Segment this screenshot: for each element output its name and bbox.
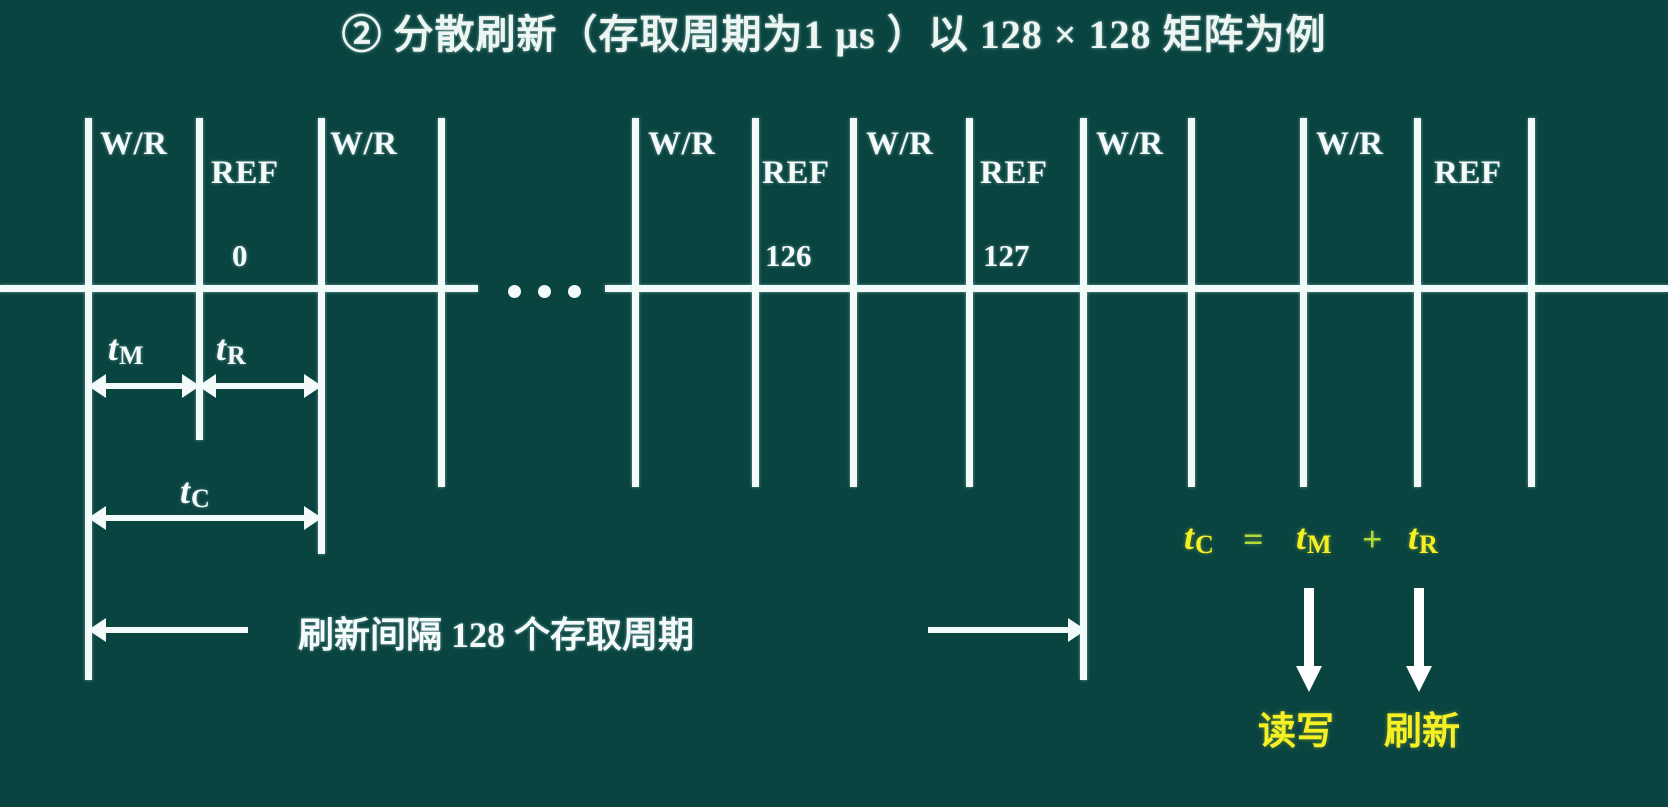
arrow-head-left-icon xyxy=(198,374,216,398)
t-refresh-label: tR xyxy=(216,327,246,371)
arrow-shaft xyxy=(1304,588,1314,666)
slot-label-ref-0: REF xyxy=(211,155,279,191)
slot-divider xyxy=(752,118,759,487)
arrow-head-left-icon xyxy=(88,506,106,530)
refresh-interval-arrow-right xyxy=(928,618,1086,642)
slot-label-wr-4: W/R xyxy=(866,126,934,162)
read-write-down-arrow-icon xyxy=(1296,588,1322,692)
arrow-shaft xyxy=(208,383,312,389)
arrow-head-right-icon xyxy=(304,506,322,530)
formula-equals-sign: = xyxy=(1243,519,1264,559)
annotation-refresh: 刷新 xyxy=(1384,711,1461,753)
slot-divider xyxy=(1080,118,1087,680)
page-title: ② 分散刷新（存取周期为1 μs ）以 128 × 128 矩阵为例 xyxy=(341,12,1327,57)
slot-label-wr-5: W/R xyxy=(1096,126,1164,162)
arrow-shaft xyxy=(106,627,248,633)
slot-label-ref-last: REF xyxy=(1434,155,1502,191)
t-memory-label: tM xyxy=(108,327,144,371)
refresh-interval-arrow-left xyxy=(88,618,248,642)
formula-t-memory-base: t xyxy=(1296,517,1307,557)
t-memory-arrow xyxy=(88,374,200,398)
ellipsis-dot xyxy=(538,285,551,298)
slot-label-ref-126: REF xyxy=(762,155,830,191)
formula-t-memory: tM xyxy=(1296,516,1332,560)
arrow-shaft xyxy=(98,383,190,389)
arrow-head-left-icon xyxy=(88,374,106,398)
slot-divider xyxy=(1188,118,1195,487)
arrow-head-right-icon xyxy=(182,374,200,398)
timeline-baseline-left xyxy=(0,285,478,292)
t-memory-base: t xyxy=(108,328,119,368)
timeline-baseline-right xyxy=(605,285,1668,292)
arrow-head-right-icon xyxy=(304,374,322,398)
t-memory-sub: M xyxy=(119,341,144,371)
slot-divider xyxy=(850,118,857,487)
arrow-head-down-icon xyxy=(1406,666,1432,692)
slot-divider xyxy=(966,118,973,487)
slot-label-wr-1: W/R xyxy=(100,126,168,162)
formula-t-refresh-sub: R xyxy=(1419,530,1438,560)
slot-divider xyxy=(196,118,203,440)
slot-label-wr-3: W/R xyxy=(648,126,716,162)
ellipsis-dot xyxy=(568,285,581,298)
arrow-shaft xyxy=(98,515,312,521)
t-cycle-base: t xyxy=(180,471,191,511)
slot-divider xyxy=(1300,118,1307,487)
formula-t-memory-sub: M xyxy=(1307,530,1332,560)
arrow-shaft xyxy=(1414,588,1424,666)
formula-t-refresh: tR xyxy=(1408,516,1438,560)
slot-divider xyxy=(1528,118,1535,487)
formula-t-cycle: tC xyxy=(1184,516,1214,560)
slot-index-0: 0 xyxy=(232,238,248,273)
t-cycle-arrow xyxy=(88,506,322,530)
ellipsis-dots xyxy=(508,285,581,298)
arrow-head-down-icon xyxy=(1296,666,1322,692)
annotation-read-write: 读写 xyxy=(1258,711,1335,753)
refresh-interval-caption: 刷新间隔 128 个存取周期 xyxy=(298,615,695,655)
arrow-shaft xyxy=(928,627,1068,633)
formula-t-cycle-sub: C xyxy=(1195,530,1214,560)
t-refresh-base: t xyxy=(216,328,227,368)
slot-divider xyxy=(318,118,325,554)
arrow-head-left-icon xyxy=(88,618,106,642)
formula-plus-sign: + xyxy=(1362,519,1383,559)
formula-t-cycle-base: t xyxy=(1184,517,1195,557)
slot-divider xyxy=(85,118,92,680)
slot-label-wr-2: W/R xyxy=(330,126,398,162)
formula-t-refresh-base: t xyxy=(1408,517,1419,557)
refresh-down-arrow-icon xyxy=(1406,588,1432,692)
t-cycle-label: tC xyxy=(180,470,210,514)
slot-divider xyxy=(632,118,639,487)
t-refresh-sub: R xyxy=(227,341,246,371)
slot-label-wr-6: W/R xyxy=(1316,126,1384,162)
slot-divider xyxy=(438,118,445,487)
slot-label-ref-127: REF xyxy=(980,155,1048,191)
slot-divider xyxy=(1414,118,1421,487)
t-cycle-sub: C xyxy=(191,484,210,514)
slot-index-126: 126 xyxy=(765,238,812,273)
t-refresh-arrow xyxy=(198,374,322,398)
arrow-head-right-icon xyxy=(1068,618,1086,642)
ellipsis-dot xyxy=(508,285,521,298)
slot-index-127: 127 xyxy=(983,238,1030,273)
